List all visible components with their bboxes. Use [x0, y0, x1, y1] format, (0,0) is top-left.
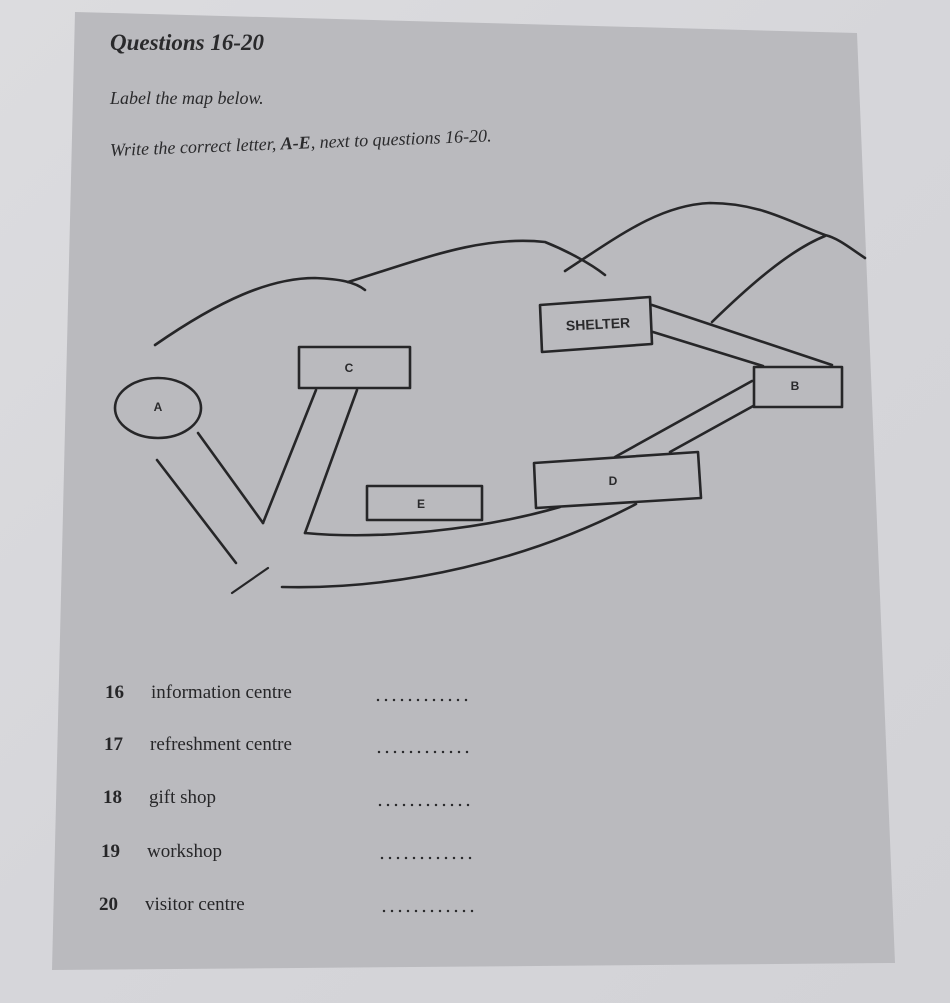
- shelter-shape: [538, 295, 654, 354]
- question-text: information centre: [151, 682, 292, 703]
- question-text: gift shop: [149, 787, 217, 808]
- answer-blank-20[interactable]: [380, 909, 476, 913]
- map-label-b: B: [790, 379, 800, 393]
- location-b-shape: [752, 365, 844, 409]
- path-outer-curve: [280, 502, 638, 589]
- question-16: 16 information centre: [105, 682, 292, 704]
- location-e-shape: [365, 484, 484, 522]
- question-number: 16: [105, 682, 124, 703]
- path-b-d-top: [613, 379, 754, 459]
- question-text: visitor centre: [145, 894, 245, 915]
- question-20: 20 visitor centre: [99, 894, 245, 916]
- path-c-right: [303, 388, 359, 535]
- question-19: 19 workshop: [101, 841, 222, 863]
- instruction-letter-range: A-E: [280, 132, 312, 154]
- map-label-c: C: [344, 361, 354, 375]
- path-inner-curve: [303, 505, 562, 537]
- path-b-d-bottom: [668, 403, 757, 454]
- hill-line-right: [710, 234, 827, 324]
- map-label-e: E: [416, 497, 425, 511]
- answer-blank-16[interactable]: [374, 698, 470, 702]
- path-shelter-b-bottom: [651, 330, 765, 368]
- answer-blank-17[interactable]: [375, 750, 471, 754]
- location-a-shape: [113, 376, 203, 440]
- path-shelter-b-top: [650, 303, 834, 367]
- question-text: refreshment centre: [150, 734, 292, 755]
- question-number: 20: [99, 894, 118, 915]
- instruction-label-map: Label the map below.: [110, 88, 264, 108]
- question-number: 17: [104, 734, 123, 755]
- entrance-arrow: [230, 566, 270, 595]
- question-text: workshop: [147, 841, 222, 862]
- answer-blank-19[interactable]: [378, 856, 474, 860]
- question-number: 19: [101, 841, 120, 862]
- answer-blank-18[interactable]: [376, 803, 472, 807]
- page-title: Questions 16-20: [110, 30, 264, 55]
- map-label-d: D: [608, 474, 618, 488]
- path-a-left: [155, 458, 238, 565]
- location-d-shape: [532, 450, 703, 510]
- question-number: 18: [103, 787, 122, 808]
- path-c-left: [261, 388, 318, 525]
- map-label-a: A: [153, 400, 163, 414]
- map-lines: [113, 201, 867, 595]
- path-a-right: [196, 431, 265, 525]
- location-c-shape: [297, 345, 412, 390]
- question-18: 18 gift shop: [103, 787, 216, 809]
- question-17: 17 refreshment centre: [104, 734, 292, 756]
- hill-line-back: [563, 201, 867, 273]
